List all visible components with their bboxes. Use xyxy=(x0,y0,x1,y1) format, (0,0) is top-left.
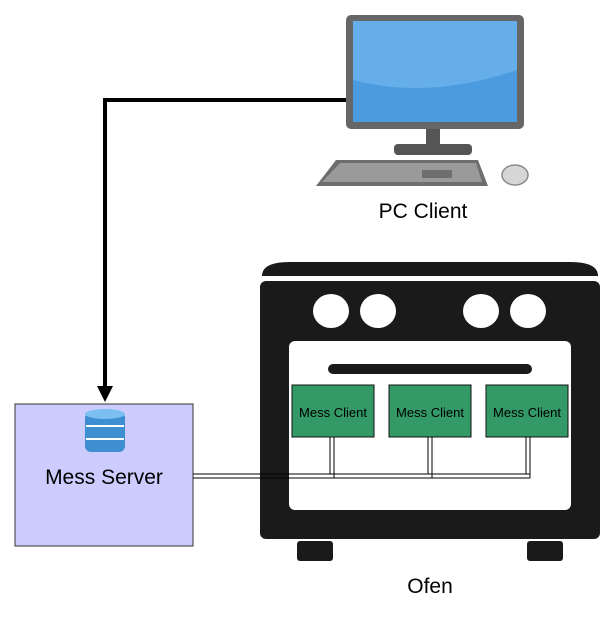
oven-foot xyxy=(297,541,333,561)
oven-handle xyxy=(328,364,532,374)
pc-client-label: PC Client xyxy=(379,200,468,223)
mess-client-node: Mess Client xyxy=(388,384,472,438)
client-bus-wires xyxy=(193,437,531,479)
oven-foot xyxy=(527,541,563,561)
oven-knob xyxy=(463,294,499,328)
mess-client-node: Mess Client xyxy=(485,384,569,438)
mess-client-label: Mess Client xyxy=(493,405,561,420)
oven-label: Ofen xyxy=(407,575,453,598)
oven-knob xyxy=(360,294,396,328)
database-icon xyxy=(85,409,125,452)
mess-client-label: Mess Client xyxy=(299,405,367,420)
mess-client-node: Mess Client xyxy=(291,384,375,438)
oven-knob xyxy=(510,294,546,328)
mess-client-label: Mess Client xyxy=(396,405,464,420)
pc-client-icon xyxy=(316,15,529,186)
pc-to-server-connector xyxy=(97,98,352,402)
mess-server-label: Mess Server xyxy=(45,466,163,489)
oven-knob xyxy=(313,294,349,328)
mouse-icon xyxy=(501,164,529,186)
